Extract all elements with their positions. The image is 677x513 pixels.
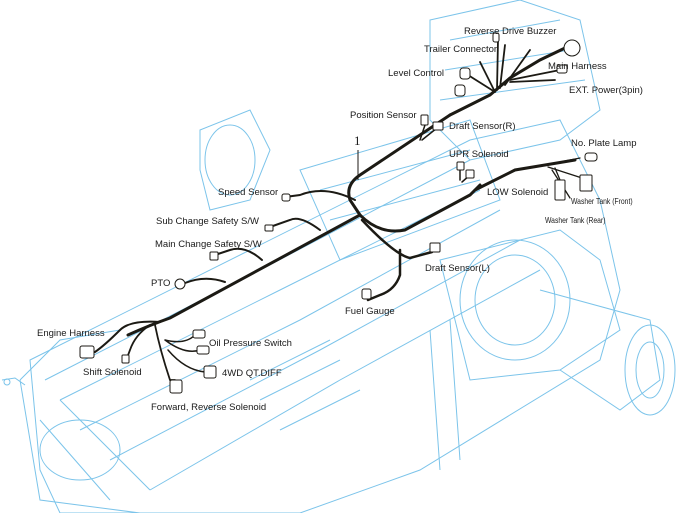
- connector-no-plate-lamp: [584, 152, 598, 162]
- connector-main-change: [209, 251, 219, 261]
- connector-position-sensor: [420, 114, 429, 126]
- harness-lower-branch: [360, 218, 434, 302]
- label-level-control: Level Control: [388, 68, 444, 79]
- harness-main-trunk: [126, 113, 452, 337]
- connector-sub-change: [264, 224, 274, 232]
- connector-low-solenoid: [465, 169, 475, 179]
- label-sub-change-safety: Sub Change Safety S/W: [156, 216, 259, 227]
- label-low-solenoid: LOW Solenoid: [487, 187, 549, 198]
- label-shift-solenoid: Shift Solenoid: [83, 367, 142, 378]
- label-no-plate-lamp: No. Plate Lamp: [571, 138, 637, 149]
- label-fuel-gauge: Fuel Gauge: [345, 306, 395, 317]
- connector-draft-sensor-l: [429, 242, 441, 253]
- label-main-harness: Main Harness: [548, 61, 607, 72]
- connector-oil-pressure-2: [196, 345, 210, 355]
- connector-reverse-buzzer: [492, 32, 500, 43]
- label-4wd-qt-diff: 4WD QT.DIFF: [222, 368, 282, 379]
- label-reverse-drive-buzzer: Reverse Drive Buzzer: [464, 26, 557, 37]
- label-draft-sensor-l: Draft Sensor(L): [425, 263, 490, 274]
- label-speed-sensor: Speed Sensor: [218, 187, 279, 198]
- connector-upr-solenoid: [456, 161, 465, 171]
- connector-fuel-gauge: [361, 288, 372, 300]
- connector-pto: [174, 278, 186, 290]
- label-trailer-connector: Trailer Connector: [424, 44, 498, 55]
- label-position-sensor: Position Sensor: [350, 110, 417, 121]
- connector-engine-harness: [79, 345, 95, 359]
- label-draft-sensor-r: Draft Sensor(R): [449, 121, 516, 132]
- connector-forward-reverse: [169, 379, 183, 394]
- label-washer-tank-front: Washer Tank (Front): [571, 197, 633, 206]
- connector-4wd-qt-diff: [203, 365, 217, 379]
- connector-shift-solenoid: [121, 354, 130, 364]
- label-ext-power: EXT. Power(3pin): [569, 85, 643, 96]
- label-engine-harness: Engine Harness: [37, 328, 105, 339]
- label-washer-tank-rear: Washer Tank (Rear): [545, 216, 606, 225]
- label-pto: PTO: [151, 278, 171, 289]
- label-main-change-safety: Main Change Safety S/W: [155, 239, 262, 250]
- connector-level-control: [454, 84, 466, 97]
- connector-ext-power: [556, 64, 568, 74]
- front-housing: [19, 329, 141, 513]
- connector-speed-sensor: [281, 193, 291, 202]
- connector-washer-rear: [554, 179, 566, 201]
- connector-trailer: [459, 67, 471, 80]
- connector-draft-sensor-r: [432, 121, 444, 131]
- label-forward-reverse-solenoid: Forward, Reverse Solenoid: [151, 402, 267, 413]
- connector-oil-pressure-1: [192, 329, 206, 339]
- transmission-case: [29, 119, 621, 513]
- label-upr-solenoid: UPR Solenoid: [449, 149, 509, 160]
- label-oil-pressure-switch: Oil Pressure Switch: [209, 338, 292, 349]
- connector-main-harness: [563, 39, 581, 57]
- connector-washer-front: [579, 174, 593, 192]
- callout-number: 1: [354, 133, 361, 148]
- rear-axle-housing: [439, 229, 621, 381]
